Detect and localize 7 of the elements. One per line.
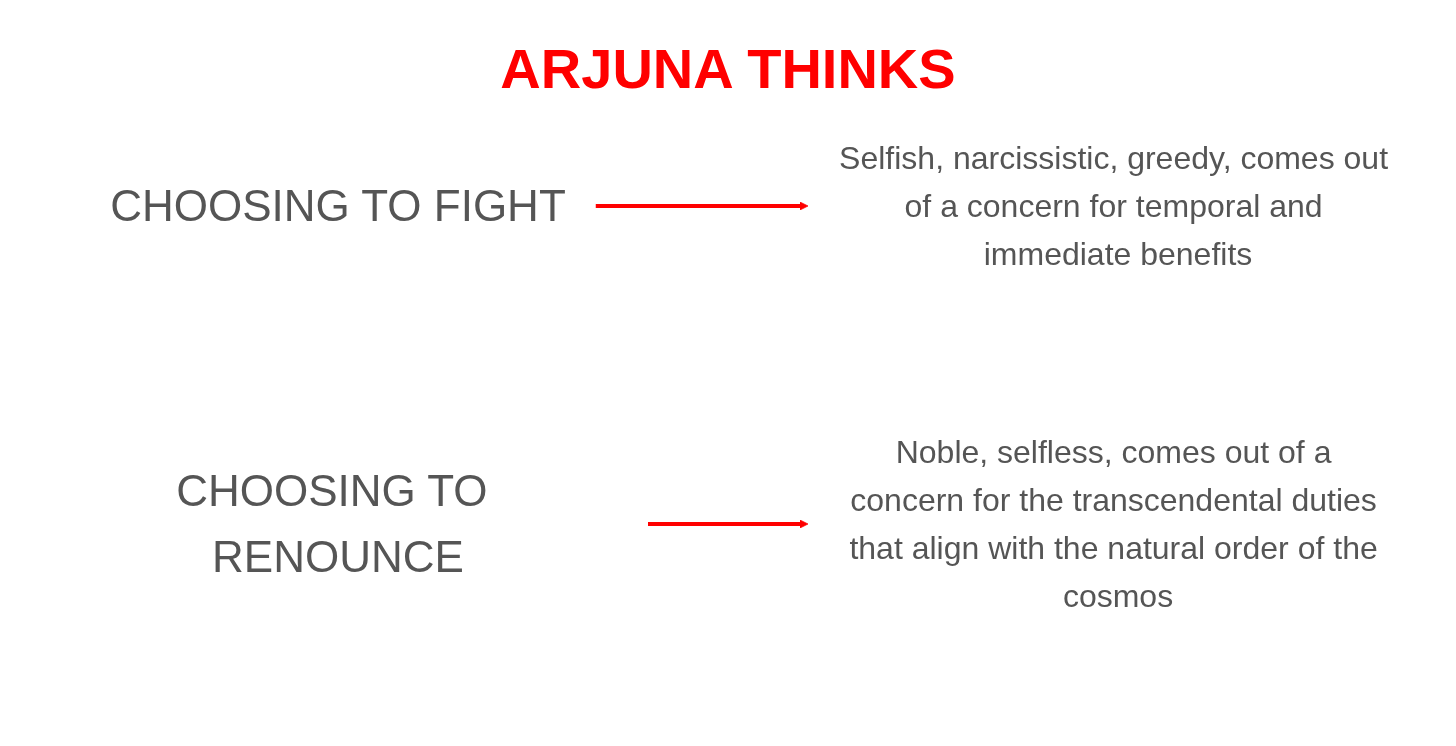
diagram-title: ARJUNA THINKS: [499, 36, 957, 101]
node-text: CHOOSING TO RENOUNCE: [176, 466, 488, 581]
arrow: [648, 519, 809, 529]
arrow: [595, 201, 809, 211]
node-text: CHOOSING TO FIGHT: [110, 181, 566, 230]
node-text: Selfish, narcissistic, greedy, comes out of a concern for temporal and immediate benefits: [839, 140, 1389, 272]
node-text: Noble, selfless, comes out of a concern for the transcendental duties that align with the natural order of the cosmos: [849, 434, 1378, 614]
